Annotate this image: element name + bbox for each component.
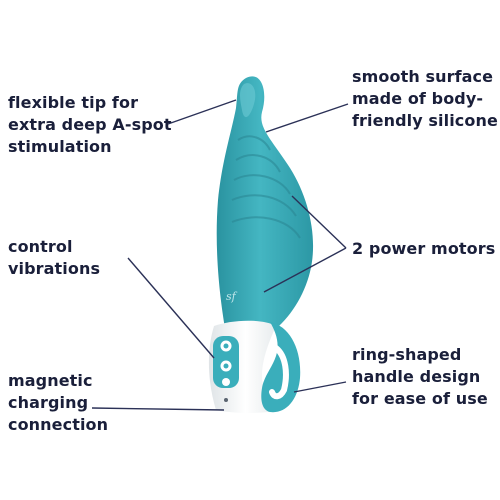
callout-line: handle design <box>352 367 481 386</box>
callout-line: stimulation <box>8 137 112 156</box>
callout-line: smooth surface <box>352 67 494 86</box>
flexible-tip <box>240 83 256 118</box>
callout-ring-handle: ring-shaped handle design for ease of us… <box>352 344 488 410</box>
callout-line: charging <box>8 393 89 412</box>
surface-ridges <box>231 135 301 239</box>
leader-line-motor-lower <box>263 247 347 293</box>
leader-line-control <box>127 257 215 359</box>
leader-lines <box>91 99 349 411</box>
callout-line: 2 power motors <box>352 239 496 258</box>
brand-logo: sf <box>226 290 238 303</box>
vibrator-shaft <box>216 76 314 335</box>
leader-line-surface <box>265 103 349 133</box>
callout-magnetic: magnetic charging connection <box>8 370 108 436</box>
callout-line: extra deep A-spot <box>8 115 172 134</box>
callout-line: connection <box>8 415 109 434</box>
callout-line: for ease of use <box>352 389 488 408</box>
callout-line: vibrations <box>8 259 101 278</box>
leader-line-tip <box>167 99 237 125</box>
callout-flexible-tip: flexible tip for extra deep A-spot stimu… <box>8 92 172 158</box>
callout-smooth-surface: smooth surface made of body- friendly si… <box>352 66 498 132</box>
vibration-button[interactable] <box>222 378 230 386</box>
callout-line: friendly silicone <box>352 111 498 130</box>
leader-line-magnetic <box>91 407 225 411</box>
callout-line: ring-shaped <box>352 345 462 364</box>
charging-port <box>224 398 228 402</box>
callout-line: magnetic <box>8 371 93 390</box>
leader-line-motor-upper <box>291 195 347 249</box>
callout-line: flexible tip for <box>8 93 139 112</box>
leader-line-ring <box>293 381 347 393</box>
callout-control: control vibrations <box>8 236 100 280</box>
callout-line: made of body- <box>352 89 484 108</box>
callout-motors: 2 power motors <box>352 238 495 260</box>
callout-line: control <box>8 237 73 256</box>
